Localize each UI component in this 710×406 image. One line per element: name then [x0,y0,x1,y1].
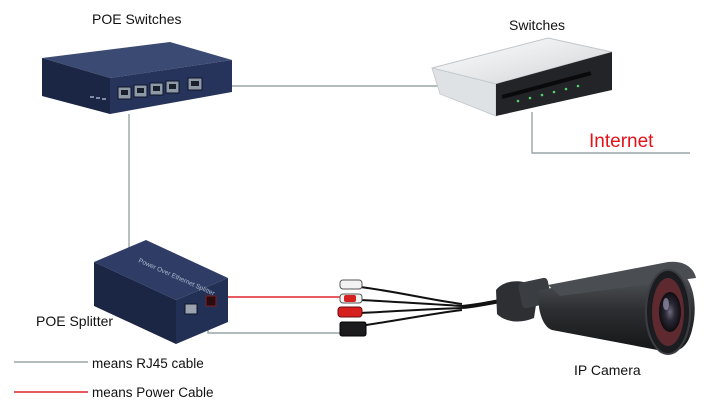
legend-rj45-label: means RJ45 cable [92,356,204,371]
splitter-dc-port [205,295,217,307]
poe-splitter-label: POE Splitter [36,313,114,329]
rj45-connector [339,321,367,337]
poe-switches-label: POE Switches [92,11,182,27]
switches-label: Switches [509,17,566,33]
legend-power-label: means Power Cable [92,385,214,400]
cable-internet [531,112,690,154]
red-dc-plug [337,306,363,318]
camera-lens [659,292,681,332]
network-switch-device [431,37,613,117]
splitter-rj45-port [184,303,198,315]
ip-camera-device [496,261,696,355]
switch-ports [501,71,592,99]
switch-leds [516,84,580,103]
poe-splitter-device: Power Over Ethernet Splitter [94,240,228,344]
poe-switch-device [42,42,232,114]
rj45-ports [117,77,203,100]
camera-pigtail [337,279,506,337]
white-rca-plug [339,279,363,290]
ip-camera-label: IP Camera [574,362,641,378]
led-indicators [90,96,106,100]
internet-label: Internet [589,131,654,152]
